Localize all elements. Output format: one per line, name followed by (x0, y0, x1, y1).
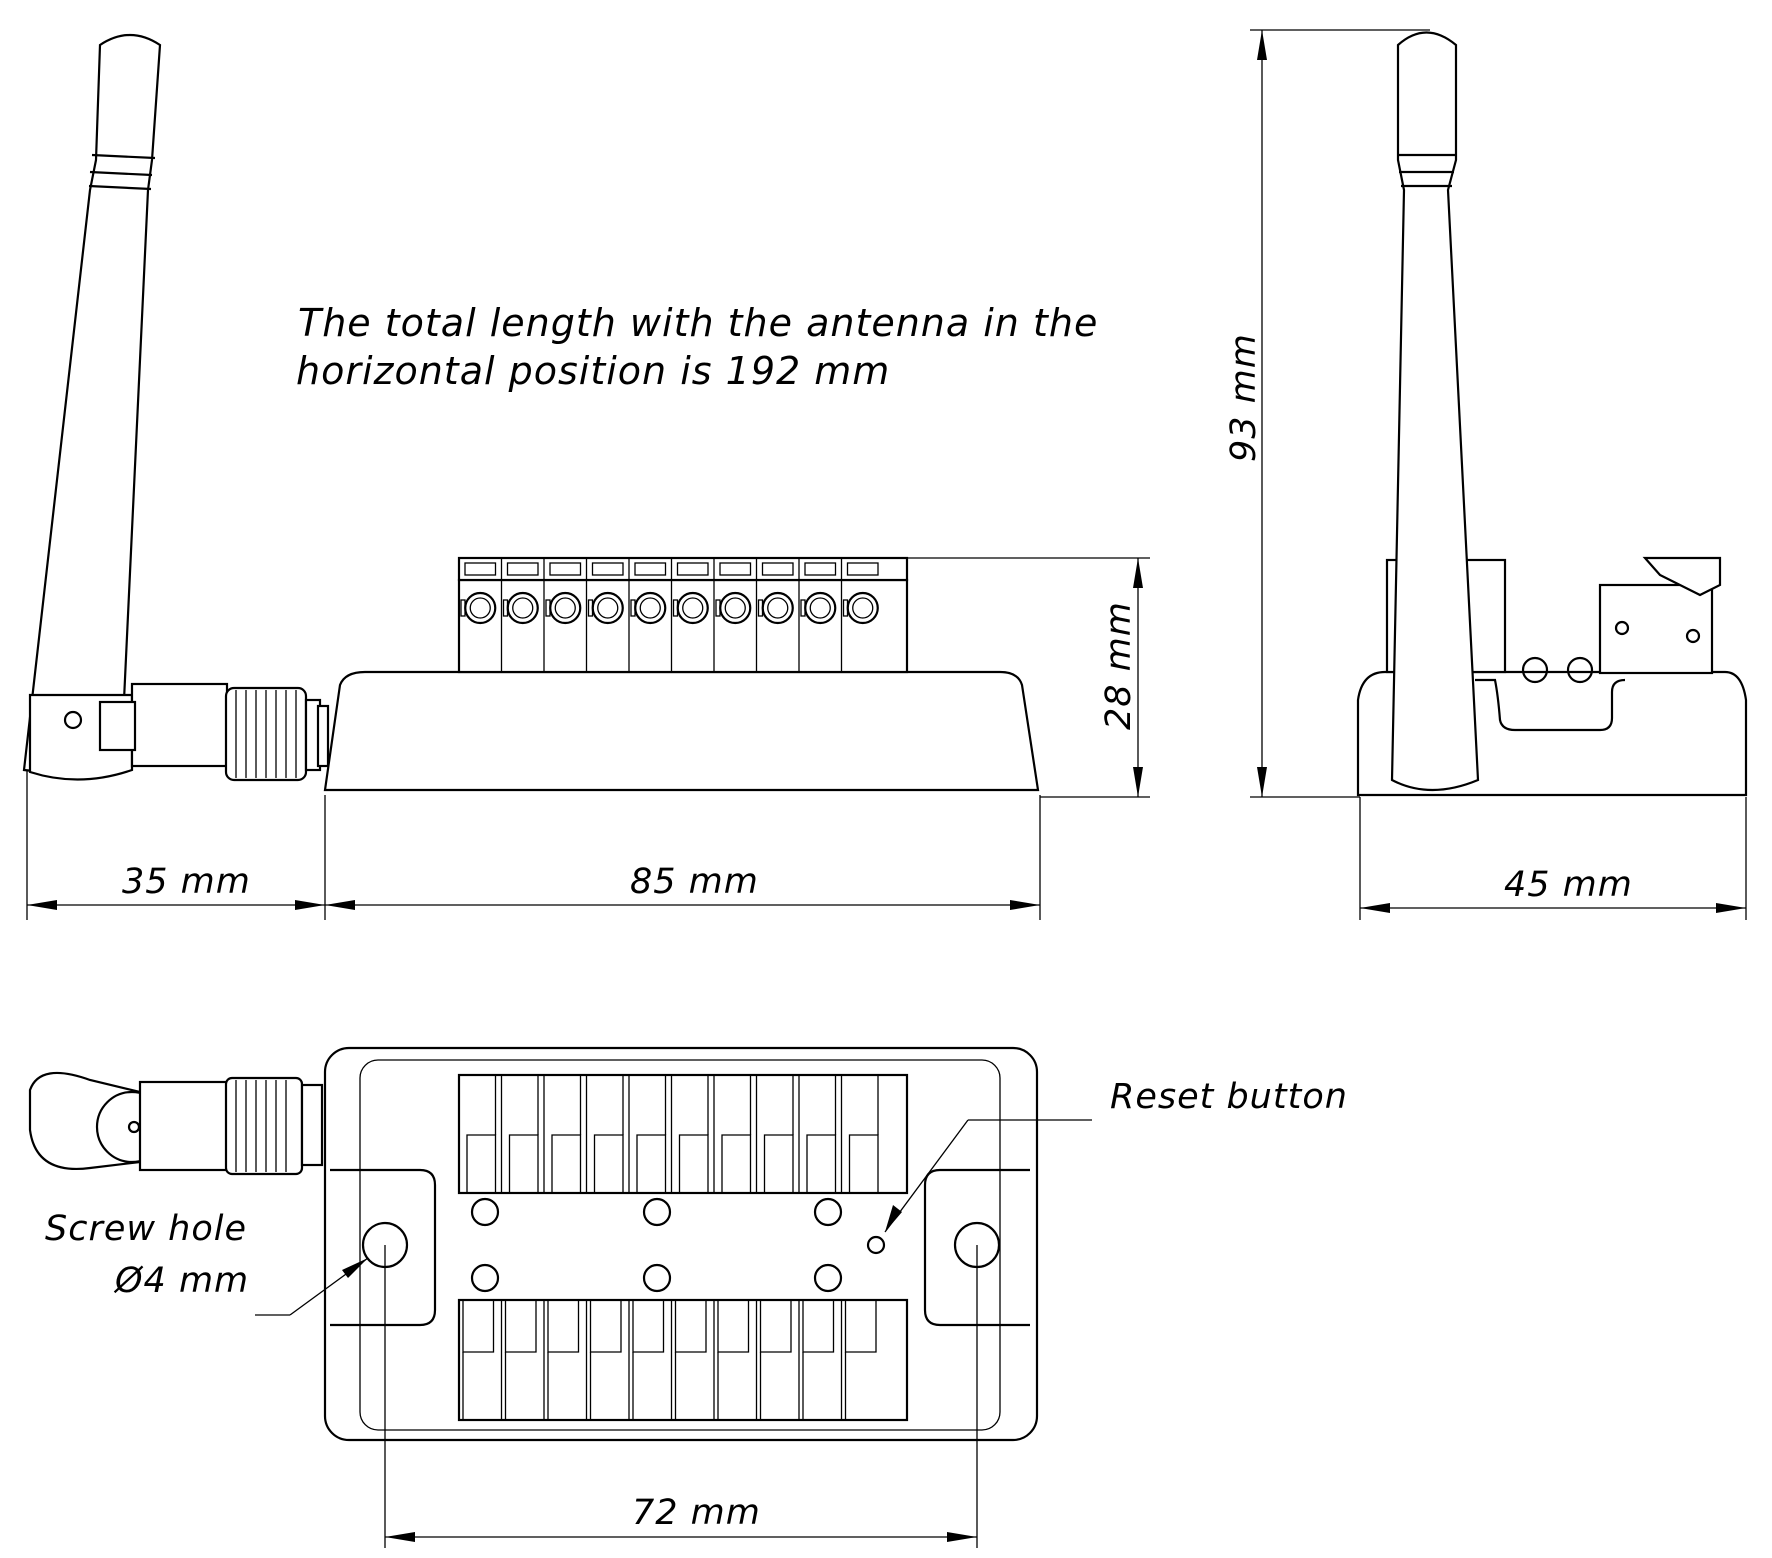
dim-total-height: 93 mm (1224, 333, 1264, 462)
dim-hole-spacing: 72 mm (632, 1493, 761, 1533)
front-antenna (22, 34, 330, 782)
dim-terminal-height: 28 mm (1099, 601, 1139, 730)
side-antenna (1390, 31, 1480, 792)
callout-screw-hole: Screw hole (45, 1209, 247, 1249)
dim-antenna-length: 35 mm (122, 862, 251, 902)
note-line-2: horizontal position is 192 mm (296, 349, 890, 393)
note-line-1: The total length with the antenna in the (298, 301, 1098, 345)
dimension-lines (26, 29, 1747, 1548)
front-terminal-block (457, 556, 909, 674)
front-body (323, 670, 1040, 792)
callout-screw-diameter: Ø4 mm (113, 1261, 249, 1301)
top-terminal-row-upper (457, 1073, 909, 1195)
front-view (22, 34, 1040, 792)
top-view (28, 1046, 1039, 1442)
side-view (1356, 31, 1748, 797)
dim-width: 45 mm (1504, 865, 1633, 905)
top-antenna (28, 1071, 324, 1176)
dim-body-length: 85 mm (630, 862, 759, 902)
top-terminal-row-lower (457, 1298, 909, 1422)
reset-button (866, 1235, 886, 1255)
callout-reset-button: Reset button (1110, 1077, 1348, 1117)
